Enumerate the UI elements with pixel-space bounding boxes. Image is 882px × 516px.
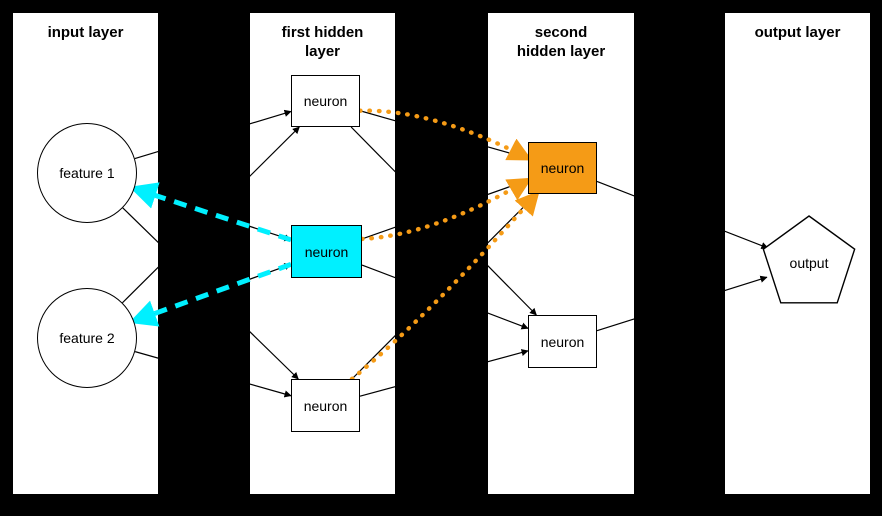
node-label: neuron: [304, 243, 349, 260]
node-label: neuron: [303, 93, 348, 109]
node-second-hidden-neuron-2[interactable]: neuron: [528, 315, 597, 368]
layer-title-input: input layer: [47, 24, 124, 41]
node-first-hidden-neuron-3[interactable]: neuron: [291, 379, 360, 432]
node-feature-2[interactable]: feature 2: [37, 288, 137, 388]
node-label: neuron: [540, 333, 585, 350]
node-label: feature 2: [59, 330, 115, 346]
layer-title-output: output layer: [754, 24, 841, 41]
node-label: neuron: [540, 160, 585, 176]
node-label: output: [789, 255, 829, 271]
node-second-hidden-neuron-1-highlighted[interactable]: neuron: [528, 142, 597, 194]
layer-panel-second-hidden: second hidden layer: [488, 13, 634, 494]
layer-panel-input: input layer: [13, 13, 158, 494]
node-label: feature 1: [59, 165, 115, 181]
node-label: neuron: [303, 397, 348, 414]
layer-title-first-hidden: first hidden layer: [281, 24, 364, 60]
pentagon-shape: [762, 215, 856, 304]
plain-edge-group: [122, 109, 769, 398]
node-feature-1[interactable]: feature 1: [37, 123, 137, 223]
layer-title-second-hidden: second hidden layer: [516, 24, 606, 60]
node-output[interactable]: output: [758, 213, 860, 315]
node-first-hidden-neuron-2-highlighted[interactable]: neuron: [291, 225, 362, 278]
node-first-hidden-neuron-1[interactable]: neuron: [291, 75, 360, 127]
